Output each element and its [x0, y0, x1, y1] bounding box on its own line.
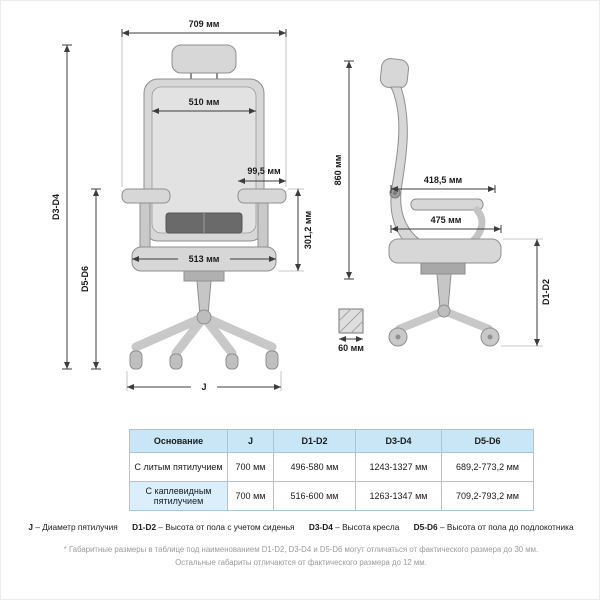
side-headrest	[379, 58, 409, 89]
table-cell: 700 мм	[227, 452, 274, 482]
dim-label-seat-depth: 475 мм	[431, 215, 462, 225]
table-header-row: Основание J D1-D2 D3-D4 D5-D6	[129, 429, 534, 453]
col-header-d3d4: D3-D4	[355, 429, 442, 453]
footnotes: * Габаритные размеры в таблице под наиме…	[1, 544, 599, 570]
base-hub	[437, 304, 451, 318]
col-header-base: Основание	[129, 429, 228, 453]
side-gas-lift	[436, 273, 452, 310]
dim-label-armrest-height: D5-D6	[80, 266, 90, 292]
side-seat	[388, 238, 502, 264]
legend-term: D3-D4	[308, 522, 333, 532]
caster	[265, 350, 279, 370]
table-cell: 516-600 мм	[273, 481, 356, 511]
caster	[169, 353, 183, 370]
chair-side-view-diagram: 860 мм 418,5 мм 475 мм D1-D2 60 мм	[333, 58, 551, 353]
legend-term: D1-D2	[132, 522, 157, 532]
dim-label-backrest-height: 860 мм	[333, 154, 343, 185]
front-dimension-lines: 709 мм 510 мм 99,5 мм 301,2 мм 513 мм D3…	[51, 19, 313, 392]
caster-axle	[487, 334, 493, 340]
front-mechanism	[183, 270, 225, 282]
legend-term: D5-D6	[413, 522, 438, 532]
dim-label-upper-depth: 418,5 мм	[424, 175, 463, 185]
side-backrest	[390, 86, 421, 249]
front-headrest	[171, 44, 237, 74]
dim-label-backrest-width: 510 мм	[189, 97, 220, 107]
table-cell: 1243-1327 мм	[355, 452, 442, 482]
table-cell-base: С литым пятилучием	[129, 452, 228, 482]
dim-label-caster-size: 60 мм	[338, 343, 364, 353]
footnote-line: * Габаритные размеры в таблице под наиме…	[63, 545, 539, 554]
front-armrest-support-right	[257, 202, 269, 250]
table-cell: 709,2-793,2 мм	[441, 481, 534, 511]
legend-term: J	[28, 522, 34, 532]
side-armrest-support	[469, 206, 486, 245]
dimensions-table: Основание J D1-D2 D3-D4 D5-D6 С литым пя…	[129, 429, 534, 511]
table-row: С каплевидным пятилучием 700 мм 516-600 …	[129, 481, 534, 511]
legend-item: D1-D2 – Высота от пола с учетом сиденья	[132, 522, 297, 532]
col-header-d1d2: D1-D2	[273, 429, 356, 453]
dim-label-base-diameter: J	[201, 382, 206, 392]
side-dimension-lines: 860 мм 418,5 мм 475 мм D1-D2 60 мм	[333, 60, 551, 353]
legend-desc: – Высота от пола с учетом сиденья	[158, 522, 295, 532]
caster	[225, 353, 239, 370]
table-cell: 689,2-773,2 мм	[441, 452, 534, 482]
base-leg	[440, 307, 493, 333]
dim-label-armrest-pad-width: 99,5 мм	[247, 166, 281, 176]
legend-item: D5-D6 – Высота от пола до подлокотника	[414, 522, 574, 532]
dim-label-seat-height: D1-D2	[541, 279, 551, 305]
legend-item: D3-D4 – Высота кресла	[309, 522, 402, 532]
table-cell: 1263-1347 мм	[355, 481, 442, 511]
chair-front-drawing	[121, 44, 287, 370]
dim-label-seat-width: 513 мм	[189, 254, 220, 264]
base-hub	[196, 309, 212, 325]
base-leg	[131, 312, 209, 352]
base-leg	[171, 312, 209, 358]
dim-label-chair-height: D3-D4	[51, 194, 61, 220]
side-armrest-pad	[410, 198, 484, 211]
table-cell: 700 мм	[227, 481, 274, 511]
front-armrest-left	[121, 188, 171, 204]
legend-desc: – Диаметр пятилучия	[35, 522, 118, 532]
front-armrest-right	[237, 188, 287, 204]
front-armrest-support-left	[139, 202, 151, 250]
dim-label-armrest-to-seat: 301,2 мм	[303, 210, 313, 249]
col-header-d5d6: D5-D6	[441, 429, 534, 453]
table-cell-base: С каплевидным пятилучием	[129, 481, 228, 511]
base-leg	[199, 312, 277, 352]
footnote-line: Остальные габариты отличаются от фактиче…	[175, 557, 427, 567]
front-backrest-mesh	[151, 86, 257, 234]
table-row: С литым пятилучием 700 мм 496-580 мм 124…	[129, 452, 534, 482]
legend-desc: – Высота кресла	[335, 522, 400, 532]
caster-axle	[395, 334, 401, 340]
legend-desc: – Высота от пола до подлокотника	[439, 522, 574, 532]
caster	[129, 350, 143, 370]
legend: J – Диаметр пятилучия D1-D2 – Высота от …	[1, 522, 599, 532]
col-header-j: J	[227, 429, 274, 453]
side-mechanism	[420, 262, 466, 275]
chair-side-drawing	[379, 58, 502, 347]
lumbar-knob-center	[393, 191, 397, 195]
legend-item: J – Диаметр пятилучия	[28, 522, 120, 532]
dim-label-overall-width: 709 мм	[189, 19, 220, 29]
base-leg	[395, 307, 448, 333]
chair-front-view-diagram: 709 мм 510 мм 99,5 мм 301,2 мм 513 мм D3…	[51, 19, 313, 392]
table-cell: 496-580 мм	[273, 452, 356, 482]
